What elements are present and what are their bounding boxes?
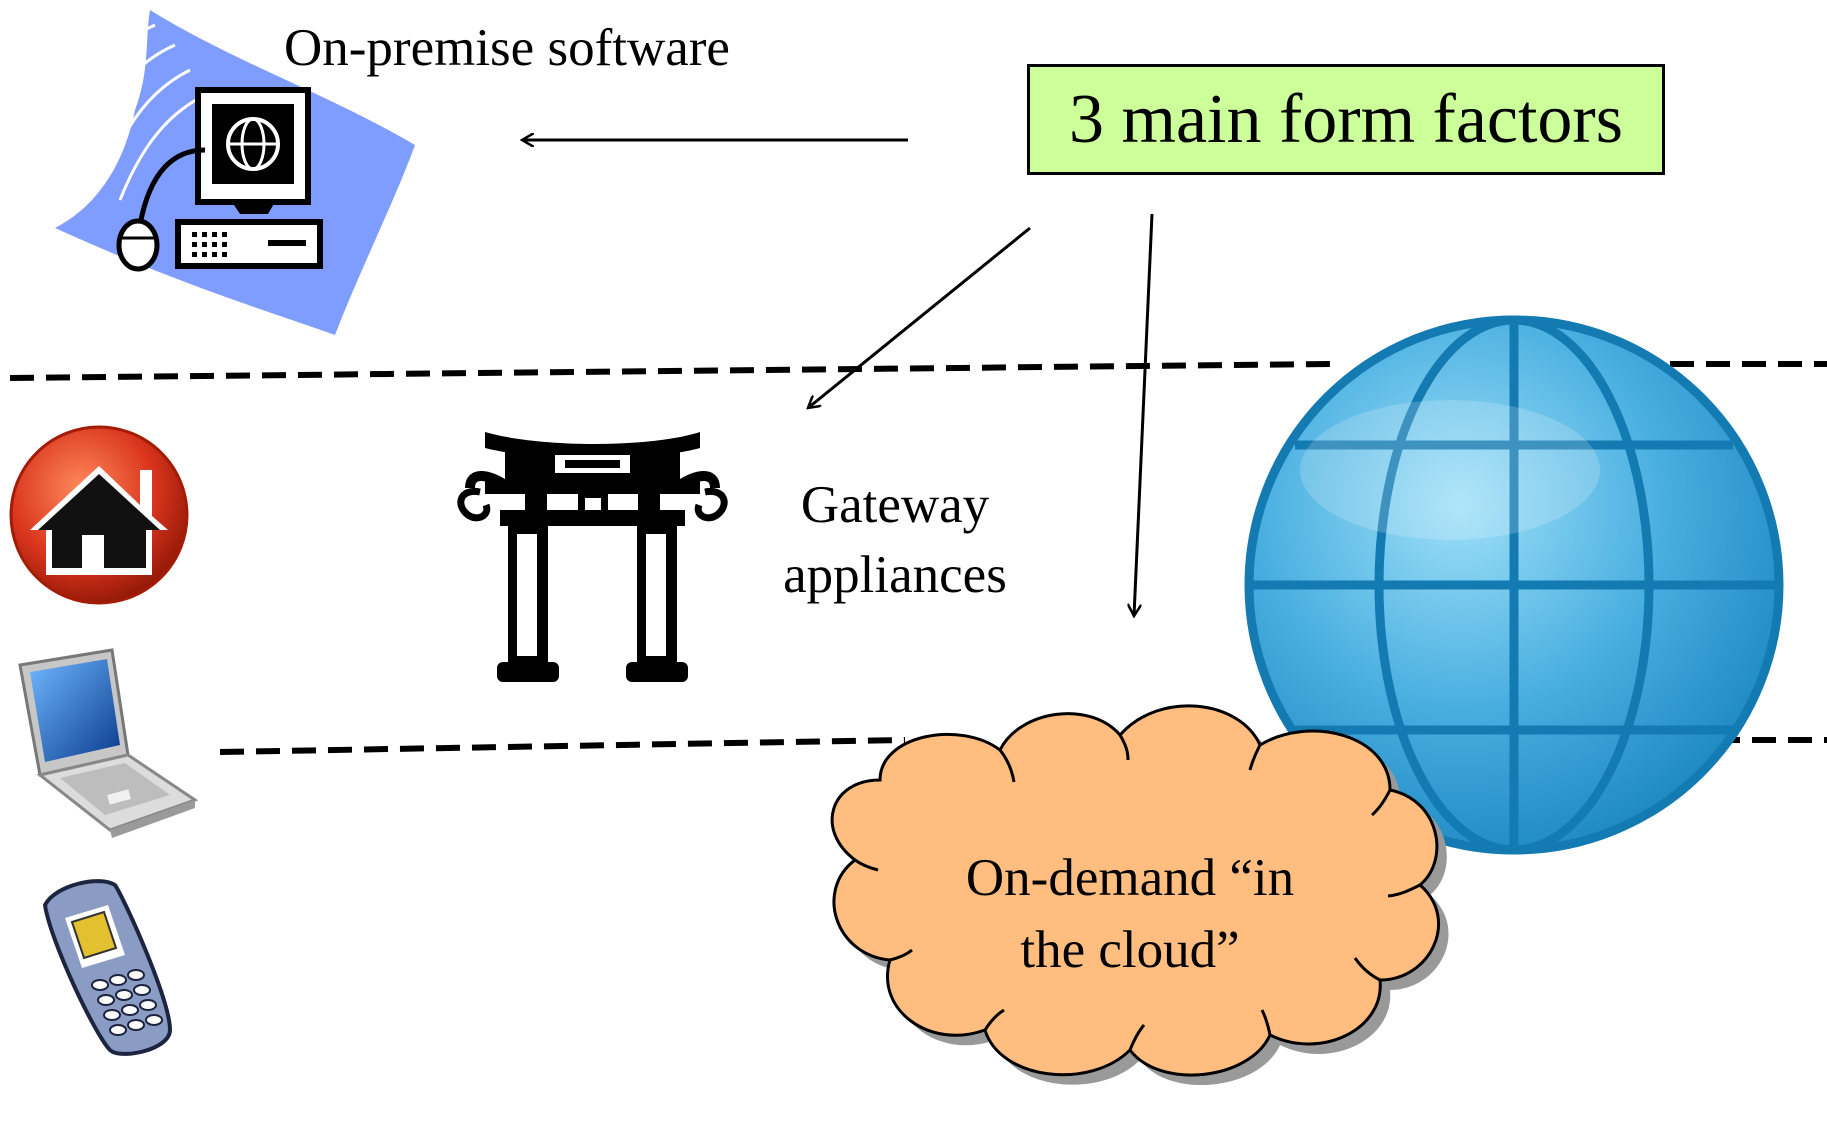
diagram-title: 3 main form factors (1069, 80, 1623, 158)
cloud-label: On-demand “in the cloud” (965, 849, 1295, 979)
arrow-to-cloud (1134, 213, 1154, 616)
desktop-computer-icon (55, 10, 415, 335)
title-box: 3 main form factors (1027, 64, 1665, 175)
mobile-phone-icon (42, 879, 173, 1056)
laptop-icon (18, 648, 199, 838)
lower-dashed-divider (219, 737, 1827, 755)
on-premise-label: On-premise software (284, 19, 730, 77)
cloud-shape (830, 704, 1449, 1086)
gateway-label: Gateway appliances (783, 476, 1007, 604)
torii-gate-icon (457, 432, 728, 682)
arrow-to-gateway (808, 226, 1031, 408)
upper-dashed-divider (9, 361, 1827, 381)
home-icon (9, 425, 189, 605)
globe-icon (1244, 315, 1784, 855)
